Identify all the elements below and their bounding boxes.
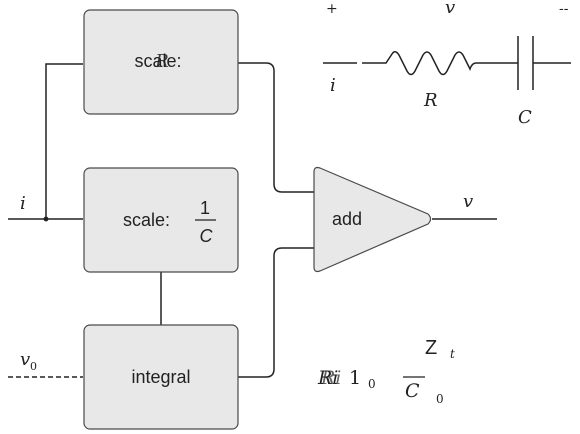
formula-ri: Ri bbox=[317, 367, 338, 389]
plus-label: + bbox=[326, 1, 338, 17]
resistor-symbol bbox=[362, 51, 518, 76]
scale-r-overlap-label: R bbox=[154, 51, 169, 72]
integral-sign-z: Z bbox=[425, 337, 437, 359]
integral-block bbox=[83, 324, 239, 430]
integral-upper-t: t bbox=[450, 347, 455, 361]
scale-to-add-wire bbox=[238, 62, 314, 193]
wires bbox=[8, 62, 497, 378]
formula-sub0-b: 0 bbox=[436, 392, 444, 406]
initial-v-subscript: 0 bbox=[30, 360, 37, 373]
junction-dot bbox=[43, 216, 49, 222]
circuit-i-label: i bbox=[330, 75, 336, 96]
formula-ri-overlap: Ri bbox=[320, 367, 341, 389]
input-i-label: i bbox=[20, 193, 26, 214]
scale-inv-c-label: scale: bbox=[123, 210, 170, 230]
branch-wire bbox=[45, 63, 83, 219]
formula-sub0-a: 0 bbox=[368, 377, 376, 391]
formula-one: 1 bbox=[349, 367, 361, 389]
capacitor-label: C bbox=[518, 107, 532, 128]
scale-r-block bbox=[83, 9, 239, 115]
rc-circuit: + v -- i R C bbox=[323, 0, 571, 128]
capacitor-symbol bbox=[517, 36, 534, 90]
integral-label: integral bbox=[131, 367, 190, 387]
fraction-denominator: C bbox=[200, 226, 214, 246]
output-v-label: v bbox=[463, 191, 473, 212]
minus-label: -- bbox=[559, 1, 569, 17]
scale-inv-c-block bbox=[83, 167, 239, 273]
add-block bbox=[313, 166, 432, 273]
initial-v-label: v bbox=[20, 349, 30, 370]
integral-to-add-wire bbox=[238, 247, 314, 378]
add-label: add bbox=[332, 209, 362, 229]
resistor-label: R bbox=[423, 90, 438, 111]
fraction-numerator: 1 bbox=[200, 198, 210, 218]
formula-c: C bbox=[405, 380, 420, 402]
circuit-v-label: v bbox=[445, 0, 455, 18]
scale-r-label: scale: bbox=[134, 51, 181, 71]
formula: Ri Ri 1 0 Z t C 0 bbox=[317, 337, 455, 406]
